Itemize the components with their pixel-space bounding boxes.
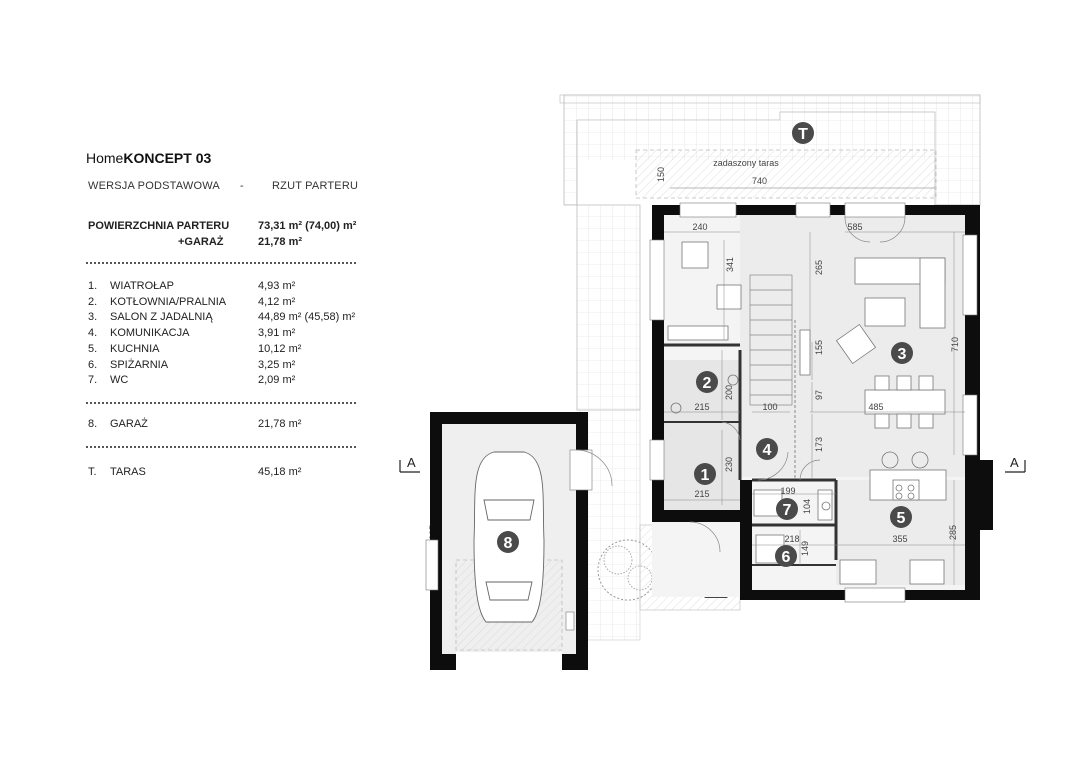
version-label: WERSJA PODSTAWOWA xyxy=(88,180,220,192)
row-area: 4,12 m² xyxy=(258,295,296,308)
row-area: 3,25 m² xyxy=(258,358,296,371)
brand-light: Home xyxy=(86,150,124,166)
dimension-label: 710 xyxy=(950,337,960,352)
dimension-label: 199 xyxy=(780,486,795,496)
row-name: WC xyxy=(110,374,129,387)
room-marker-1: 1 xyxy=(701,467,710,484)
row-name: KOMUNIKACJA xyxy=(110,327,190,340)
row-number: 6. xyxy=(88,358,98,371)
row-number: 7. xyxy=(88,374,98,387)
row-name: TARAS xyxy=(110,466,146,478)
section-label: A xyxy=(1010,455,1019,470)
divider xyxy=(86,446,356,448)
garage-area-label: +GARAŻ xyxy=(178,236,224,248)
separator: - xyxy=(240,180,244,192)
row-name: KOTŁOWNIA/PRALNIA xyxy=(110,295,227,308)
room-row: 3. SALON Z JADALNIĄ 44,89 m² (45,58) m² xyxy=(88,311,358,325)
room-marker-2: 2 xyxy=(703,375,712,392)
dimension-label: 218 xyxy=(784,534,799,544)
dimension-label: 149 xyxy=(800,541,810,556)
covered-terrace-label: zadaszony taras xyxy=(713,158,779,168)
dimension-label: 200 xyxy=(724,385,734,400)
row-name: WIATROŁAP xyxy=(110,280,174,292)
row-area: 2,09 m² xyxy=(258,374,296,387)
room-marker-4: 4 xyxy=(763,442,772,459)
dimension-label: 100 xyxy=(762,402,777,412)
room-row: 6. SPIŻARNIA 3,25 m² xyxy=(88,359,358,373)
dimension-label: 355 xyxy=(892,534,907,544)
row-number: 4. xyxy=(88,327,98,340)
row-number: 5. xyxy=(88,342,98,355)
room-marker-5: 5 xyxy=(897,510,906,527)
room-row: 7. WC 2,09 m² xyxy=(88,374,358,388)
room-row: 1. WIATROŁAP 4,93 m² xyxy=(88,280,358,294)
section-marker-left: A xyxy=(399,455,420,473)
covered-terrace: zadaszony taras 740 150 xyxy=(635,149,937,199)
dimension-label: 150 xyxy=(656,167,666,182)
brand-bold: KONCEPT 03 xyxy=(123,150,212,166)
row-number: 8. xyxy=(88,418,98,430)
row-name: GARAŻ xyxy=(110,418,148,430)
row-number: T. xyxy=(88,466,97,478)
row-area: 21,78 m² xyxy=(258,418,302,430)
row-area: 4,93 m² xyxy=(258,280,296,292)
room-marker-6: 6 xyxy=(782,549,791,566)
dimension-label: 215 xyxy=(694,489,709,499)
row-number: 1. xyxy=(88,280,98,292)
ground-area-label: POWIERZCHNIA PARTERU xyxy=(88,220,230,232)
plan-title: HomeKONCEPT 03 xyxy=(86,150,211,166)
dimension-label: 240 xyxy=(692,222,707,232)
dimension-label: 173 xyxy=(814,437,824,452)
ground-area-value: 73,31 m² (74,00) m² xyxy=(258,220,357,232)
house xyxy=(649,202,993,603)
dimension-label: 230 xyxy=(724,457,734,472)
row-name: KUCHNIA xyxy=(110,342,160,355)
row-area: 10,12 m² xyxy=(258,342,302,355)
dimension-label: 341 xyxy=(725,257,735,272)
dimension-label: 740 xyxy=(752,176,767,186)
view-label: RZUT PARTERU xyxy=(272,180,359,192)
terrace-marker-label: T xyxy=(798,126,808,143)
room-marker-7: 7 xyxy=(783,502,792,519)
room-row: 4. KOMUNIKACJA 3,91 m² xyxy=(88,327,358,341)
garage-area-value: 21,78 m² xyxy=(258,236,303,248)
room-markers: 1 2 3 4 5 6 7 8 xyxy=(497,342,913,567)
row-number: 2. xyxy=(88,295,98,308)
row-name: SALON Z JADALNIĄ xyxy=(110,311,213,324)
divider xyxy=(86,402,356,404)
room-marker-8: 8 xyxy=(504,535,513,552)
entrance-tiles xyxy=(579,409,641,641)
dimension-label: 285 xyxy=(948,525,958,540)
row-area: 44,89 m² (45,58) m² xyxy=(258,311,356,324)
room-marker-3: 3 xyxy=(898,346,907,363)
terrace-marker: T xyxy=(792,122,814,144)
dimension-label: 97 xyxy=(814,390,824,400)
row-area: 3,91 m² xyxy=(258,327,296,340)
room-row: 2. KOTŁOWNIA/PRALNIA 4,12 m² xyxy=(88,296,358,310)
divider xyxy=(86,262,356,264)
dimension-label: 104 xyxy=(802,499,812,514)
dimension-label: 485 xyxy=(868,402,883,412)
dimension-label: 585 xyxy=(847,222,862,232)
row-name: SPIŻARNIA xyxy=(110,358,169,371)
section-marker-right: A xyxy=(1005,455,1026,473)
dimension-label: 265 xyxy=(814,260,824,275)
terrace-row: T. TARAS 45,18 m² xyxy=(88,466,358,480)
section-label: A xyxy=(407,455,416,470)
room-row: 5. KUCHNIA 10,12 m² xyxy=(88,343,358,357)
row-number: 3. xyxy=(88,311,98,324)
garage-row: 8. GARAŻ 21,78 m² xyxy=(88,418,358,432)
dimension-label: 155 xyxy=(814,340,824,355)
dimension-label: 215 xyxy=(694,402,709,412)
garage xyxy=(425,412,613,670)
row-area: 45,18 m² xyxy=(258,466,302,478)
